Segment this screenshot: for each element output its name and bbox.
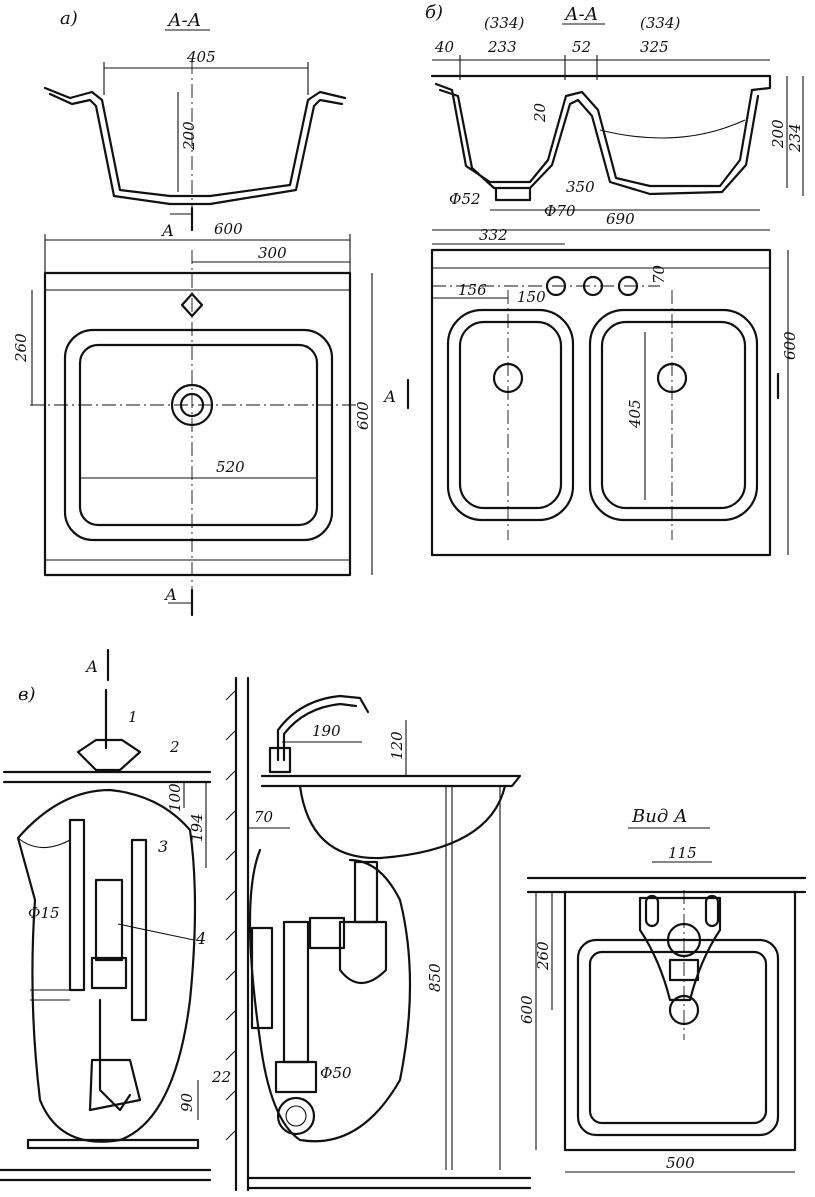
dim-c-850: 850 bbox=[426, 963, 444, 992]
dim-c-120: 120 bbox=[388, 731, 406, 760]
dim-a-600-w: 600 bbox=[214, 220, 243, 238]
panel-a-label: а) bbox=[60, 8, 78, 29]
panel-a-section-profile bbox=[43, 86, 347, 206]
dim-b-70: 70 bbox=[650, 264, 668, 284]
dim-a-300: 300 bbox=[258, 244, 287, 262]
panel-a-arrow-top: А bbox=[161, 221, 174, 240]
callout-1: 1 bbox=[128, 708, 138, 726]
panel-c: в) А 1 2 3 4 100 bbox=[0, 648, 807, 1192]
panel-b-section-profile bbox=[430, 74, 772, 202]
view-a-drawing bbox=[526, 876, 807, 1152]
dim-b-200: 200 bbox=[769, 119, 787, 149]
dim-b-690: 690 bbox=[606, 210, 635, 228]
panel-c-left-assembly bbox=[0, 688, 212, 1182]
dim-c-22: 22 bbox=[211, 1068, 231, 1086]
dim-view-260: 260 bbox=[534, 941, 552, 971]
dim-c-phi15: Ф15 bbox=[28, 904, 60, 922]
panel-b-section-title: А-А bbox=[563, 4, 598, 25]
dim-b-325: 325 bbox=[640, 38, 669, 56]
panel-a-section-title: А-А bbox=[166, 10, 201, 31]
dim-b-40: 40 bbox=[434, 38, 455, 56]
dim-b-350: 350 bbox=[566, 178, 595, 196]
dim-c-190: 190 bbox=[312, 722, 341, 740]
dim-b-332: 332 bbox=[479, 226, 508, 244]
dim-a-200: 200 bbox=[180, 121, 198, 151]
panel-c-arrow-label: А bbox=[85, 657, 98, 676]
dim-view-600: 600 bbox=[518, 995, 536, 1024]
panel-b-label: б) bbox=[425, 2, 443, 23]
dim-b-405: 405 bbox=[626, 399, 644, 429]
dim-a-405: 405 bbox=[186, 48, 216, 66]
dim-b-52: 52 bbox=[572, 38, 591, 56]
view-a-title: Вид А bbox=[631, 806, 688, 827]
dim-b-334b: (334) bbox=[640, 14, 680, 32]
callout-4: 4 bbox=[195, 929, 206, 948]
dim-c-70: 70 bbox=[254, 808, 274, 826]
dim-b-phi70: Ф70 bbox=[544, 202, 576, 220]
dim-a-520: 520 bbox=[216, 458, 245, 476]
dim-a-260: 260 bbox=[12, 333, 30, 363]
panel-b-plan bbox=[430, 248, 772, 557]
panel-c-label: в) bbox=[18, 684, 36, 705]
panel-a-arrow-bottom: А bbox=[164, 585, 177, 604]
callout-2: 2 bbox=[169, 738, 180, 756]
dim-c-194: 194 bbox=[188, 813, 206, 842]
dim-b-20: 20 bbox=[531, 102, 549, 123]
panel-b: б) А-А (334) (334) 40 233 52 325 200 234… bbox=[383, 2, 804, 557]
dim-b-334a: (334) bbox=[484, 14, 524, 32]
dim-c-phi50: Ф50 bbox=[320, 1064, 352, 1082]
dim-c-90: 90 bbox=[178, 1092, 196, 1112]
panel-a-plan bbox=[30, 250, 360, 600]
dim-b-phi52: Ф52 bbox=[449, 190, 481, 208]
panel-b-arrow-left: А bbox=[383, 387, 396, 406]
panel-c-side-view bbox=[225, 676, 532, 1192]
dim-a-600-h: 600 bbox=[354, 401, 372, 430]
dim-b-234: 234 bbox=[786, 123, 804, 153]
dim-b-150: 150 bbox=[517, 288, 546, 306]
panel-a: а) А-А 405 200 А bbox=[12, 8, 373, 617]
dim-view-500: 500 bbox=[666, 1154, 695, 1172]
callout-3: 3 bbox=[158, 837, 168, 856]
dim-c-100: 100 bbox=[166, 783, 184, 812]
dim-b-600: 600 bbox=[781, 331, 799, 360]
dim-b-233: 233 bbox=[487, 38, 517, 56]
dim-view-115: 115 bbox=[668, 844, 697, 862]
dim-b-156: 156 bbox=[458, 281, 487, 299]
